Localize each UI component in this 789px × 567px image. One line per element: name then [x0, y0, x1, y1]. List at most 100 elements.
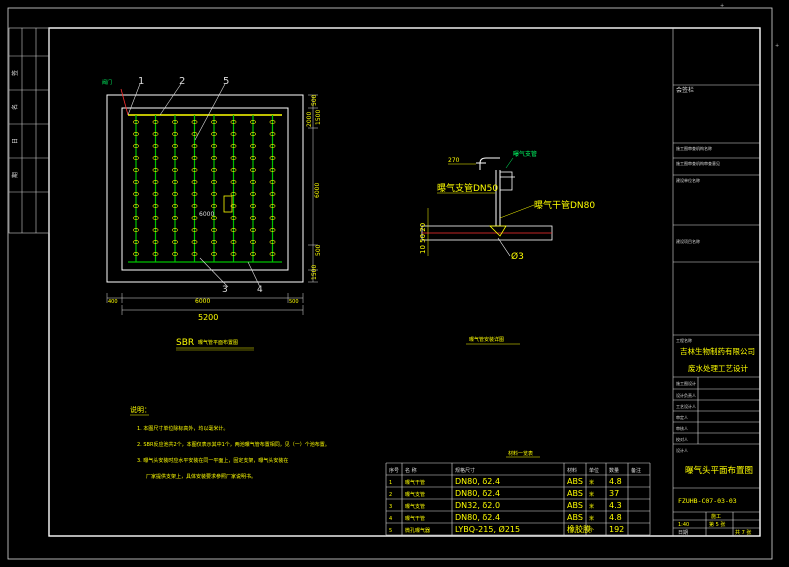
diffuser-mark	[172, 132, 178, 136]
callout-5: 5	[223, 76, 229, 87]
dim-bottom-total: 5200	[198, 313, 218, 322]
table-cell: 微孔曝气器	[405, 527, 430, 534]
table-header-cell: 备注	[631, 467, 641, 474]
diffuser-mark	[230, 120, 237, 124]
tb-sheet: 第 5 张	[709, 521, 725, 528]
table-cell: 米	[589, 503, 594, 510]
dim-right: 6000	[314, 183, 321, 198]
diffuser-mark	[191, 204, 198, 208]
connection-fitting	[489, 225, 507, 237]
diffuser-mark	[250, 204, 256, 208]
diffuser-mark	[250, 228, 256, 232]
diffuser-mark	[191, 168, 198, 172]
diffuser-mark	[133, 228, 139, 232]
table-cell: 4	[389, 516, 392, 522]
diffuser-mark	[269, 120, 276, 124]
diffuser-mark	[133, 156, 139, 160]
diffuser-mark	[211, 204, 217, 208]
table-cell: DN80, δ2.4	[455, 489, 500, 498]
diffuser-mark	[211, 156, 217, 160]
diffuser-mark	[172, 144, 178, 148]
diffuser-mark	[211, 192, 217, 196]
diffuser-mark	[230, 132, 237, 136]
diffuser-mark	[191, 240, 198, 244]
diffuser-mark	[133, 240, 139, 244]
table-cell: ABS	[567, 489, 583, 498]
diffuser-mark	[230, 204, 237, 208]
diffuser-mark	[172, 180, 178, 184]
detail-view	[421, 157, 553, 257]
diffuser-mark	[172, 252, 178, 256]
table-title: 材料一览表	[508, 450, 533, 457]
edge-mark: +	[775, 43, 779, 49]
diffuser-mark	[152, 240, 159, 244]
dim-bottom: 400	[108, 299, 118, 305]
table-cell: 米	[589, 515, 594, 522]
dim-right: 500	[311, 94, 318, 106]
diffuser-mark	[172, 120, 178, 124]
diffuser-mark	[230, 144, 237, 148]
tb-row: 施工图审查机构审查意见	[676, 160, 720, 166]
tank-inner-wall	[121, 107, 289, 271]
table-cell: 192	[609, 525, 624, 534]
callout-4: 4	[257, 285, 263, 295]
diffuser-mark	[211, 168, 217, 172]
table-cell: 3	[389, 504, 392, 510]
strip-label: 日	[12, 138, 19, 144]
diffuser-mark	[133, 216, 139, 220]
diffuser-mark	[133, 180, 139, 184]
tb-design-phase: 施工图设计	[676, 380, 696, 386]
diffuser-mark	[211, 228, 217, 232]
table-header-cell: 序号	[389, 467, 399, 474]
note-item: 1. 本图尺寸单位除标高外，均以毫米计。	[137, 425, 228, 432]
table-cell: 4.8	[609, 477, 622, 486]
plan-right-dimensions	[308, 94, 318, 283]
diffuser-mark	[250, 132, 256, 136]
tb-staff-label: 校对人	[676, 436, 688, 442]
table-header-cell: 数量	[609, 467, 619, 474]
diffuser-mark	[152, 132, 159, 136]
dim-bottom: 500	[289, 299, 299, 305]
drawing-outer-border	[7, 7, 773, 560]
diffuser-mark	[250, 216, 256, 220]
diffuser-mark	[191, 228, 198, 232]
diffuser-mark	[191, 192, 198, 196]
diffuser-mark	[152, 120, 159, 124]
table-cell: 4.8	[609, 513, 622, 522]
diffuser-mark	[230, 216, 237, 220]
dim-right: 2000	[306, 112, 313, 127]
drop-leader	[497, 237, 511, 257]
diffuser-mark	[250, 252, 256, 256]
tb-phase: 施工	[711, 513, 721, 520]
tb-drawing-no: FZUHB-C07-03-03	[678, 497, 737, 505]
dim-right: 1500	[315, 110, 322, 125]
title-block	[672, 28, 760, 536]
diffuser-mark	[191, 216, 198, 220]
diffuser-mark	[152, 204, 159, 208]
diffuser-mark	[230, 168, 237, 172]
table-cell: 曝气支管	[405, 491, 425, 498]
table-cell: ABS	[567, 477, 583, 486]
diffuser-mark	[230, 156, 237, 160]
main-label: 曝气干管DN80	[534, 199, 595, 211]
table-cell: 曝气支管	[405, 503, 425, 510]
tb-row: 施工图审查机构名称	[676, 145, 712, 151]
strip-label: 期	[11, 172, 19, 178]
table-cell: DN32, δ2.0	[455, 501, 500, 510]
callout-1: 1	[138, 76, 144, 87]
tb-staff-label: 工艺设计人	[676, 403, 696, 409]
table-cell: 1	[389, 480, 392, 486]
drop-label: Ø3	[511, 251, 524, 262]
diffuser-mark	[250, 240, 256, 244]
tb-staff-label: 设计人	[676, 447, 688, 453]
plan-callouts	[127, 83, 261, 288]
dim-right: 500	[315, 244, 322, 256]
diffuser-mark	[191, 252, 198, 256]
table-cell: LYBQ-215, Ø215	[455, 524, 520, 534]
diffuser-mark	[152, 252, 159, 256]
diffuser-mark	[269, 204, 276, 208]
diffuser-mark	[269, 168, 276, 172]
